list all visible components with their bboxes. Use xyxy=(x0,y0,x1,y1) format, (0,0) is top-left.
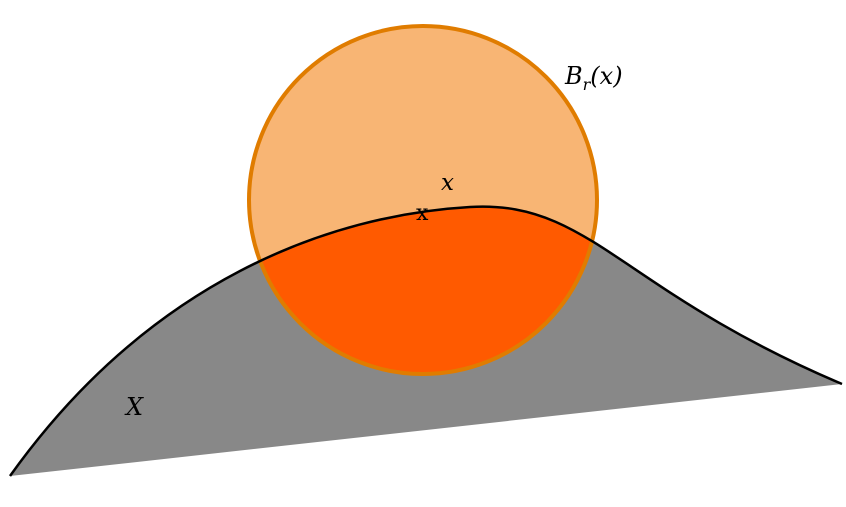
point-label: x xyxy=(441,170,454,196)
ball-outline xyxy=(247,24,599,376)
ball-label: Br(x) xyxy=(564,62,623,94)
set-label: X xyxy=(124,393,144,421)
intersection-region xyxy=(249,206,597,374)
set-boundary-curve xyxy=(8,205,843,477)
point-marker: x xyxy=(416,201,429,226)
